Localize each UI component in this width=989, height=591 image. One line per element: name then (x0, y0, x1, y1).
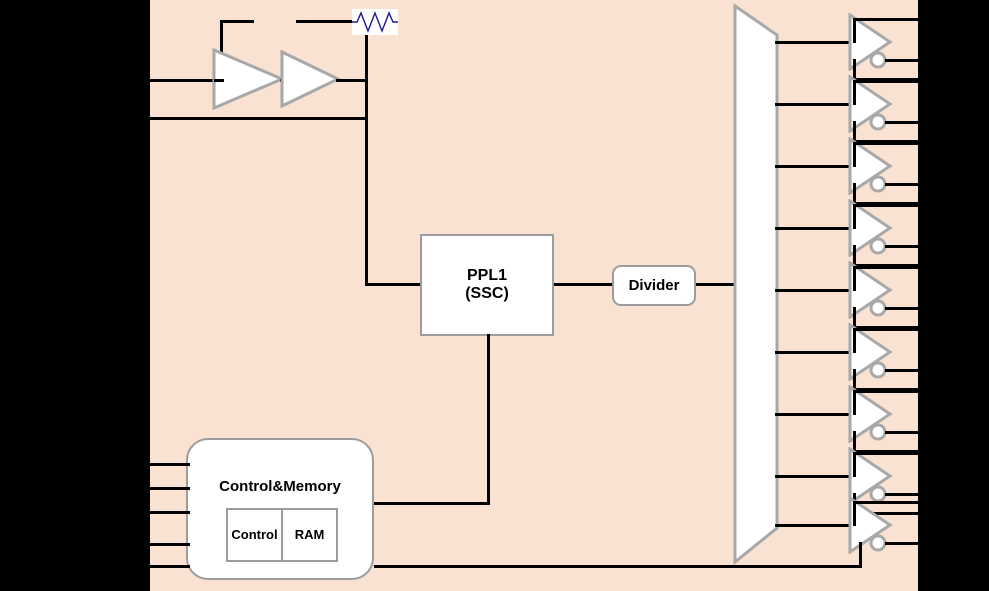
output-buffer-8[interactable] (848, 446, 898, 506)
wire-xout-pin (150, 117, 268, 120)
wire-buffer-9-comp-out (885, 542, 918, 545)
wire-feedback-top-left (220, 20, 254, 23)
output-fanout-mux[interactable] (730, 0, 782, 575)
wire-feedback-left-vert (220, 20, 223, 82)
wire-mux-to-buffer-9 (775, 524, 850, 527)
wire-feedback-right-vert (365, 20, 368, 82)
wire-buffer-8-true-vert (853, 452, 856, 477)
control-memory-title: Control&Memory (219, 478, 341, 495)
wire-buffer-4-true-vert (853, 204, 856, 229)
wire-control-pin-2 (150, 487, 190, 490)
output-buffer-5[interactable] (848, 260, 898, 320)
wire-osc-to-pll-vert (365, 79, 368, 286)
wire-buffer-5-comp-low (853, 326, 918, 329)
pll-label-line2: (SSC) (465, 285, 509, 302)
wire-control-bottom-bus (374, 565, 862, 568)
oscillator-amp2-icon (280, 49, 342, 109)
wire-buffer-3-true-vert (853, 142, 856, 167)
control-memory-block[interactable]: Control&Memory Control RAM (186, 438, 374, 580)
wire-osc-to-pll-horiz (365, 283, 422, 286)
wire-xout-branch-horiz (266, 117, 368, 120)
wire-mux-to-buffer-3 (775, 165, 850, 168)
wire-buffer-1-comp-vert (853, 59, 856, 81)
wire-buffer-2-true-vert (853, 80, 856, 105)
wire-pll-to-control-vert (487, 334, 490, 504)
divider-label: Divider (628, 276, 680, 294)
wire-buffer-2-comp-out (885, 121, 918, 124)
output-buffer-6[interactable] (848, 322, 898, 382)
wire-buffer-7-comp-vert (853, 431, 856, 453)
feedback-resistor-icon (352, 9, 398, 35)
wire-buffer-6-comp-low (853, 388, 918, 391)
wire-buffer-6-true-vert (853, 328, 856, 353)
control-memory-subblocks: Control RAM (226, 508, 338, 562)
wire-buffer-4-comp-low (853, 264, 918, 267)
wire-buffer-3-comp-out (885, 183, 918, 186)
wire-control-pin-3 (150, 511, 190, 514)
wire-mux-to-buffer-1 (775, 41, 850, 44)
wire-buffer-5-true-out (853, 266, 918, 269)
wire-buffer-7-true-out (853, 390, 918, 393)
output-buffer-2[interactable] (848, 74, 898, 134)
output-buffer-4[interactable] (848, 198, 898, 258)
wire-mux-to-buffer-5 (775, 289, 850, 292)
wire-buffer-5-comp-out (885, 307, 918, 310)
wire-buffer-4-comp-vert (853, 245, 856, 267)
ram-subblock[interactable]: RAM (283, 508, 338, 562)
divider-block[interactable]: Divider (612, 265, 696, 306)
wire-buffer-8-true-out (853, 452, 918, 455)
wire-buffer-6-comp-vert (853, 369, 856, 391)
wire-buffer-1-comp-out (885, 59, 918, 62)
wire-buffer-4-true-out (853, 204, 918, 207)
wire-control-pin-4 (150, 543, 190, 546)
wire-buffer-2-comp-low (853, 140, 918, 143)
wire-buffer-6-comp-out (885, 369, 918, 372)
wire-pll-to-control-horiz (374, 502, 490, 505)
output-buffer-7[interactable] (848, 384, 898, 444)
control-subblock[interactable]: Control (226, 508, 283, 562)
wire-buffer-9-true-vert (853, 501, 856, 526)
wire-amp2-out-horiz (336, 79, 368, 82)
wire-buffer-3-comp-vert (853, 183, 856, 205)
wire-buffer-3-true-out (853, 142, 918, 145)
wire-buffer-5-comp-vert (853, 307, 856, 329)
wire-buffer-1-true-out (853, 18, 918, 21)
wire-buffer-9-comp-vert (859, 542, 862, 567)
wire-mux-to-buffer-7 (775, 413, 850, 416)
wire-xin-pin (150, 79, 222, 82)
wire-buffer-1-true-vert (853, 18, 856, 43)
output-buffer-9[interactable] (848, 495, 898, 555)
wire-mux-to-buffer-2 (775, 103, 850, 106)
wire-mux-to-buffer-8 (775, 475, 850, 478)
wire-amp1-input (214, 79, 224, 82)
wire-buffer-5-true-vert (853, 266, 856, 291)
wire-buffer-3-comp-low (853, 202, 918, 205)
wire-buffer-8-comp-low (853, 512, 918, 515)
wire-control-pin-5 (150, 565, 190, 568)
wire-buffer-4-comp-out (885, 245, 918, 248)
wire-buffer-6-true-out (853, 328, 918, 331)
wire-buffer-7-comp-out (885, 431, 918, 434)
pll-label-line1: PPL1 (466, 266, 507, 284)
wire-buffer-1-comp-low (853, 78, 918, 81)
wire-buffer-8-comp-out (885, 493, 918, 496)
wire-mux-to-buffer-6 (775, 351, 850, 354)
wire-buffer-2-comp-vert (853, 121, 856, 143)
wire-buffer-2-true-out (853, 80, 918, 83)
wire-buffer-7-true-vert (853, 390, 856, 415)
wire-feedback-top-right (296, 20, 368, 23)
wire-buffer-7-comp-low (853, 450, 918, 453)
output-buffer-3[interactable] (848, 136, 898, 196)
wire-control-pin-1 (150, 463, 190, 466)
chip-body: PPL1 (SSC) Divider Control&Memory Contro… (150, 0, 918, 591)
ram-subblock-label: RAM (294, 526, 325, 542)
wire-mux-to-buffer-4 (775, 227, 850, 230)
wire-divider-to-mux (696, 283, 736, 286)
wire-pll-to-divider (554, 283, 613, 286)
wire-buffer-9-true-out (853, 501, 918, 504)
pll-block[interactable]: PPL1 (SSC) (420, 234, 554, 336)
control-subblock-label: Control (231, 526, 278, 542)
